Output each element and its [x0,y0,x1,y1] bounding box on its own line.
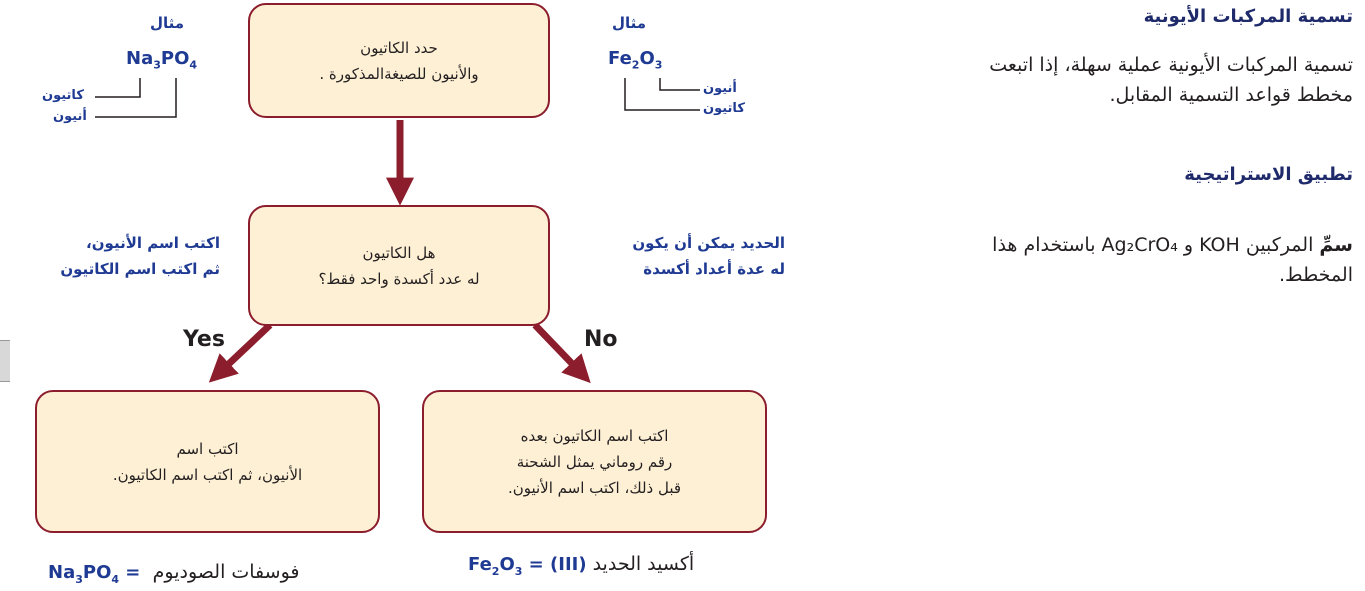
box-yes-result: اكتب اسم الأنيون، ثم اكتب اسم الكاتيون. [35,390,380,533]
example-left-cation-label: كاتيون [42,88,84,103]
arrow-question-to-yes [208,322,273,383]
heading-naming-ionic: تسمية المركبات الأيونية [1143,6,1353,27]
note-left: اكتب اسم الأنيون، ثم اكتب اسم الكاتيون [60,234,220,278]
example-right-label: مثال [612,14,647,32]
example-left-label: مثال [150,14,185,32]
result-left: Na3PO4 = فوسفات الصوديوم [48,561,300,586]
box-question-text: هل الكاتيون له عدد أكسدة واحد فقط؟ [318,243,480,288]
example-left-brackets [95,78,177,118]
heading-apply-strategy: تطبيق الاستراتيجية [1184,164,1353,185]
example-right-anion-label: أنيون [703,81,737,96]
result-right: Fe2O3 = (III)أكسيد الحديد [468,553,695,578]
paragraph-apply-strategy: سمِّ المركبين KOH و Ag₂CrO₄ باستخدام هذا… [992,234,1353,286]
no-label: No [584,327,618,352]
box-question-oxidation: هل الكاتيون له عدد أكسدة واحد فقط؟ [248,205,550,326]
arrow-question-to-no [532,322,591,384]
example-left-formula: Na3PO4 [126,48,198,72]
box-yes-text: اكتب اسم الأنيون، ثم اكتب اسم الكاتيون. [112,439,303,484]
box-no-text: اكتب اسم الكاتيون بعده رقم روماني يمثل ا… [507,426,682,497]
example-left-anion-label: أنيون [53,109,87,124]
example-right-brackets [624,78,700,111]
example-right-cation-label: كاتيون [703,101,745,116]
box-identify-text: حدد الكاتيون والأنيون للصيغةالمذكورة . [319,38,479,83]
box-no-result: اكتب اسم الكاتيون بعده رقم روماني يمثل ا… [422,390,767,533]
example-right-formula: Fe2O3 [608,48,663,72]
yes-label: Yes [183,327,225,352]
left-edge-tab [0,340,10,382]
note-right: الحديد يمكن أن يكون له عدة أعداد أكسدة [632,234,785,278]
box-identify-cation-anion: حدد الكاتيون والأنيون للصيغةالمذكورة . [248,3,550,118]
paragraph-naming-ionic: تسمية المركبات الأيونية عملية سهلة، إذا … [989,54,1353,106]
